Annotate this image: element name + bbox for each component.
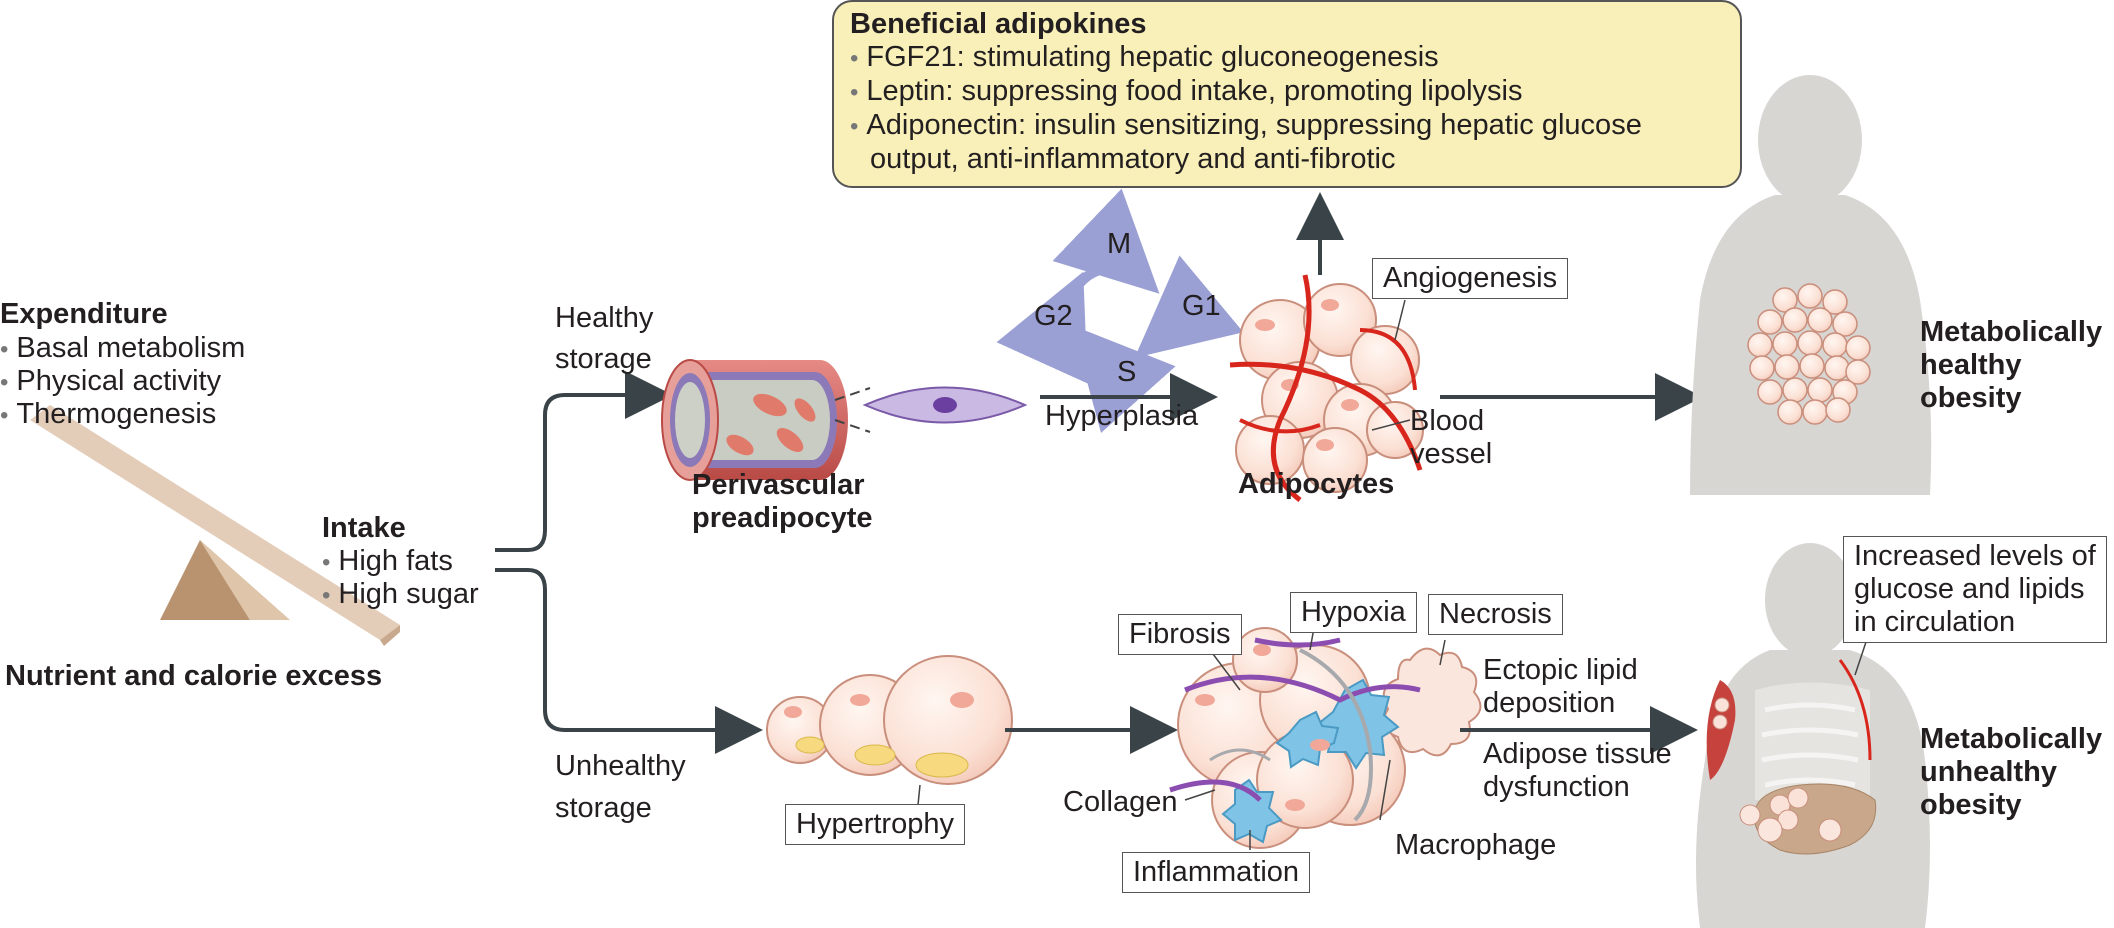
healthy-outcome-label: Metabolically	[1920, 316, 2103, 348]
dysfunctional-tissue-icon	[1169, 621, 1482, 850]
branch-arrows	[495, 371, 763, 754]
intake-item: High sugar	[322, 578, 478, 612]
blood-vessel-icon	[661, 359, 871, 481]
adipokine-item-continued: output, anti-inflammatory and anti-fibro…	[870, 143, 1396, 175]
healthy-outcome-label-3: obesity	[1920, 382, 2022, 414]
necrosis-box: Necrosis	[1428, 594, 1563, 635]
cycle-g1-label: G1	[1182, 290, 1221, 322]
healthy-outcome-label-2: healthy	[1920, 349, 2022, 381]
intake-title: Intake	[322, 512, 406, 544]
unhealthy-storage-label-2: storage	[555, 792, 652, 824]
healthy-storage-label-2: storage	[555, 343, 652, 375]
circulation-line: in circulation	[1854, 606, 2016, 638]
dysfunction-label-2: dysfunction	[1483, 771, 1630, 803]
hypoxia-box: Hypoxia	[1290, 592, 1417, 633]
preadipocyte-label-2: preadipocyte	[692, 502, 873, 534]
unhealthy-outcome-label-2: unhealthy	[1920, 756, 2057, 788]
circulation-line: Increased levels of	[1854, 540, 2096, 572]
cycle-g2-label: G2	[1034, 300, 1073, 332]
unhealthy-body-icon	[1696, 543, 1930, 928]
expenditure-item: Basal metabolism	[0, 332, 245, 366]
hypertrophy-box: Hypertrophy	[785, 804, 965, 845]
unhealthy-outcome-label-3: obesity	[1920, 789, 2022, 821]
angiogenesis-box: Angiogenesis	[1372, 258, 1569, 299]
cell-cycle-icon	[996, 188, 1244, 433]
expenditure-item: Physical activity	[0, 365, 221, 399]
adipokines-title: Beneficial adipokines	[850, 8, 1147, 40]
balance-caption: Nutrient and calorie excess	[5, 660, 383, 692]
collagen-label: Collagen	[1063, 786, 1178, 818]
dysfunction-label: Adipose tissue	[1483, 738, 1672, 770]
adipokine-item: FGF21: stimulating hepatic gluconeogenes…	[850, 41, 1724, 75]
inflammation-box: Inflammation	[1122, 852, 1311, 893]
fibrosis-box: Fibrosis	[1118, 614, 1242, 655]
ectopic-label-2: deposition	[1483, 687, 1616, 719]
adipokines-box: Beneficial adipokines FGF21: stimulating…	[832, 0, 1742, 188]
preadipocyte-cell-icon	[862, 386, 1028, 424]
cycle-m-label: M	[1107, 228, 1132, 260]
blood-vessel-label-2: vessel	[1410, 438, 1493, 470]
ectopic-label: Ectopic lipid	[1483, 654, 1638, 686]
healthy-storage-label: Healthy	[555, 302, 654, 334]
unhealthy-storage-label: Unhealthy	[555, 750, 686, 782]
circulation-line: glucose and lipids	[1854, 573, 2085, 605]
adipokine-item: Leptin: suppressing food intake, promoti…	[850, 75, 1724, 109]
expenditure-title: Expenditure	[0, 298, 168, 330]
macrophage-label: Macrophage	[1395, 829, 1557, 861]
hyperplasia-label: Hyperplasia	[1045, 400, 1199, 432]
expenditure-item: Thermogenesis	[0, 398, 216, 432]
adipocyte-cluster-icon	[1229, 274, 1424, 502]
unhealthy-outcome-label: Metabolically	[1920, 723, 2103, 755]
blood-vessel-label: Blood	[1410, 405, 1485, 437]
circulation-box: Increased levels of glucose and lipids i…	[1843, 536, 2107, 643]
adipocytes-label: Adipocytes	[1238, 468, 1395, 500]
healthy-fat-cluster-icon	[1747, 283, 1871, 425]
hypertrophic-adipocyte-icon	[766, 655, 1013, 806]
preadipocyte-label: Perivascular	[692, 469, 865, 501]
seesaw-icon	[30, 405, 400, 646]
cycle-s-label: S	[1117, 356, 1137, 388]
intake-item: High fats	[322, 545, 452, 579]
adipokine-item: Adiponectin: insulin sensitizing, suppre…	[850, 109, 1724, 143]
